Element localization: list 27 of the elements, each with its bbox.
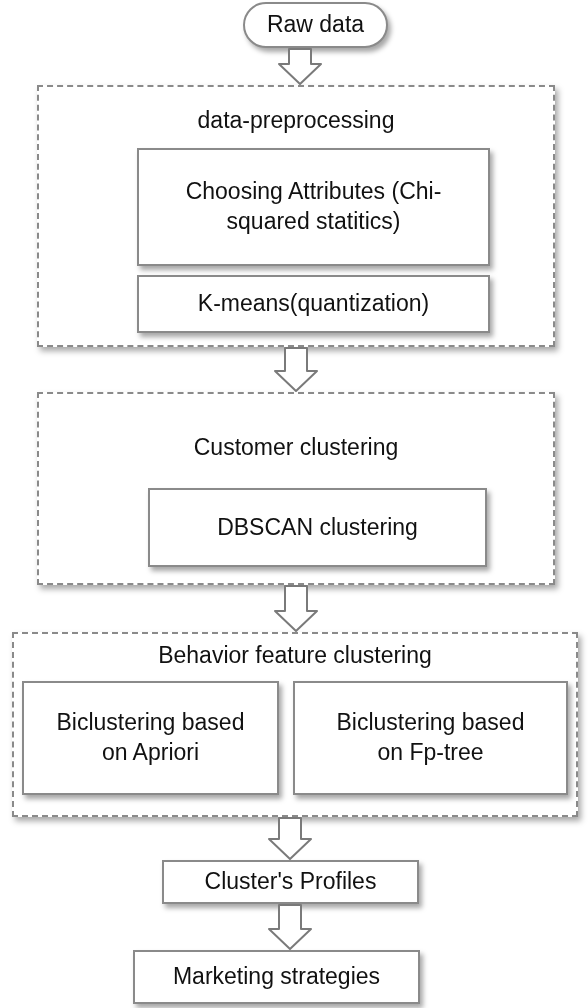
process-box xyxy=(293,681,568,795)
node-label: Choosing Attributes (Chi-squared statitics) xyxy=(184,177,443,236)
block-arrow xyxy=(274,585,318,632)
group-panel xyxy=(37,392,555,585)
block-arrow xyxy=(274,347,318,392)
node-label: Raw data xyxy=(266,10,365,40)
process-box xyxy=(133,950,420,1004)
process-box xyxy=(22,681,279,795)
process-box xyxy=(137,275,490,333)
group-title: Customer clustering xyxy=(193,434,399,461)
process-box xyxy=(137,148,490,266)
node-label: K-means(quantization) xyxy=(197,289,430,319)
group-title: Behavior feature clustering xyxy=(158,642,432,669)
group-panel xyxy=(37,85,555,347)
node-label: Biclustering based on Apriori xyxy=(55,708,246,767)
process-box xyxy=(162,860,419,904)
group-title: data-preprocessing xyxy=(197,107,395,134)
node-label: DBSCAN clustering xyxy=(217,512,418,542)
start-terminal xyxy=(243,2,388,48)
node-label: Cluster's Profiles xyxy=(204,867,377,897)
process-box xyxy=(148,488,487,567)
block-arrow xyxy=(268,904,312,950)
block-arrow xyxy=(278,48,322,85)
node-label: Marketing strategies xyxy=(172,962,381,992)
node-label: Biclustering based on Fp-tree xyxy=(335,708,526,767)
block-arrow xyxy=(268,817,312,860)
group-panel xyxy=(12,632,578,817)
